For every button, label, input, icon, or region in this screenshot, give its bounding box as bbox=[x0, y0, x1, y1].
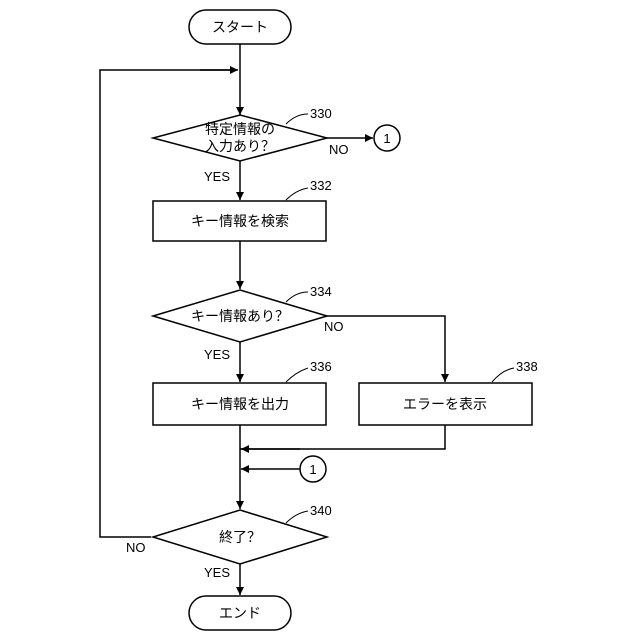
ref-leader-330 bbox=[286, 114, 308, 124]
ref-336: 336 bbox=[310, 359, 332, 374]
decision-334: キー情報あり？ bbox=[153, 290, 327, 342]
ref-leader-332 bbox=[286, 188, 308, 200]
connector-1-out-label: 1 bbox=[383, 131, 390, 146]
end-terminal: エンド bbox=[189, 596, 291, 630]
ref-338: 338 bbox=[516, 359, 538, 374]
connector-1-out: 1 bbox=[374, 125, 400, 151]
decision-340-yes-label: YES bbox=[204, 565, 230, 580]
end-label: エンド bbox=[219, 606, 261, 622]
process-338: エラーを表示 bbox=[359, 383, 532, 425]
ref-leader-336 bbox=[286, 368, 308, 382]
decision-334-label: キー情報あり？ bbox=[191, 309, 289, 325]
decision-330-line2: 入力あり？ bbox=[205, 139, 275, 155]
process-332: キー情報を検索 bbox=[153, 201, 326, 241]
connector-1-in-label: 1 bbox=[309, 462, 316, 477]
connector-1-in: 1 bbox=[300, 456, 326, 482]
ref-332: 332 bbox=[310, 178, 332, 193]
decision-330-no-label: NO bbox=[329, 142, 349, 157]
process-336-label: キー情報を出力 bbox=[191, 397, 289, 413]
ref-334: 334 bbox=[310, 284, 332, 299]
decision-340-no-label: NO bbox=[126, 540, 146, 555]
flow-338-merge bbox=[240, 425, 445, 449]
process-336: キー情報を出力 bbox=[153, 383, 326, 425]
decision-330-yes-label: YES bbox=[204, 169, 230, 184]
start-label: スタート bbox=[212, 20, 268, 36]
start-terminal: スタート bbox=[189, 10, 291, 44]
decision-340: 終了？ bbox=[153, 510, 327, 564]
decision-340-label: 終了？ bbox=[219, 530, 261, 546]
ref-leader-334 bbox=[286, 292, 308, 302]
process-338-label: エラーを表示 bbox=[403, 397, 487, 413]
decision-330-line1: 特定情報の bbox=[205, 122, 275, 138]
decision-334-yes-label: YES bbox=[204, 347, 230, 362]
decision-334-no-label: NO bbox=[324, 319, 344, 334]
ref-340: 340 bbox=[310, 503, 332, 518]
ref-330: 330 bbox=[310, 106, 332, 121]
decision-330: 特定情報の 入力あり？ bbox=[153, 115, 327, 161]
flow-334-no bbox=[327, 316, 445, 382]
ref-leader-340 bbox=[286, 511, 308, 523]
process-332-label: キー情報を検索 bbox=[191, 213, 289, 230]
ref-leader-338 bbox=[492, 368, 514, 382]
